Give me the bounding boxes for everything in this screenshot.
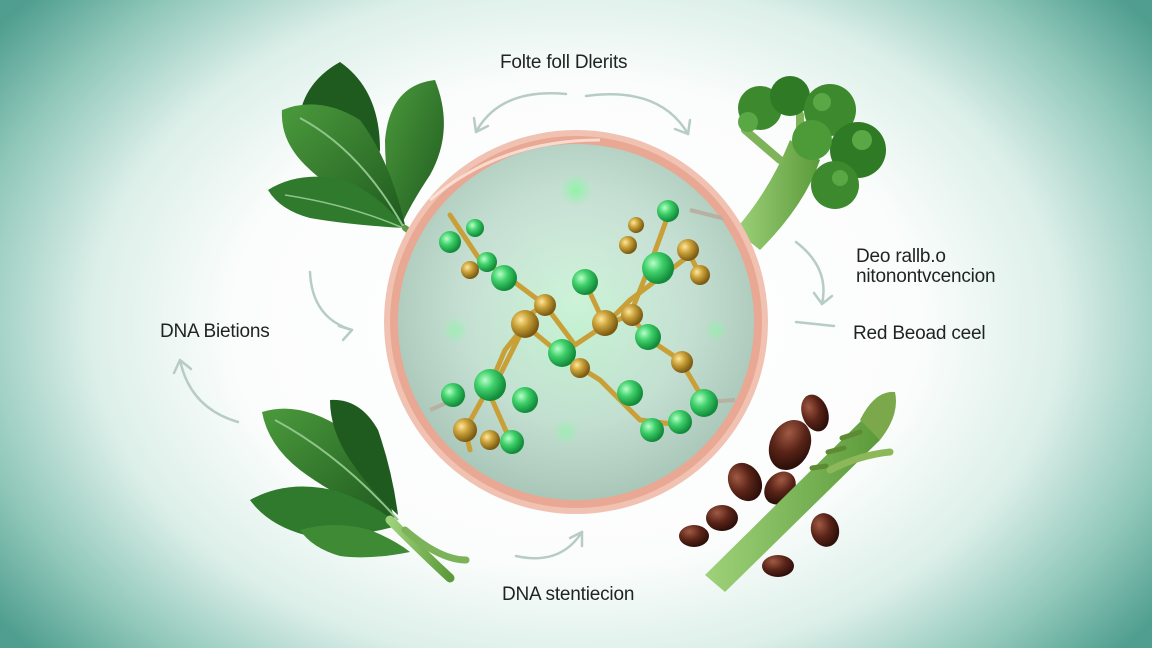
label-right-lower: Red Beoad ceel: [853, 323, 986, 344]
label-right-upper-line1: Deo rallb.o: [856, 246, 946, 267]
spinach-leaf-icon: [268, 62, 444, 251]
label-right-upper: Deo rallb.o nitonontvcencion: [856, 246, 996, 287]
broccoli-icon: [735, 76, 886, 250]
label-top: Folte foll Dlerits: [500, 52, 628, 73]
molecule-atom: [439, 200, 718, 454]
folate-molecule: [429, 174, 736, 454]
spinach-leaf-icon: [250, 399, 470, 583]
ring-highlight: [429, 138, 601, 202]
label-right-upper-line2: nitonontvcencion: [856, 266, 996, 287]
label-left: DNA Bietions: [160, 321, 270, 342]
asparagus-icon: [705, 391, 896, 592]
cycle-arrow-icon: [172, 92, 836, 560]
label-bottom: DNA stentiecion: [502, 584, 635, 605]
